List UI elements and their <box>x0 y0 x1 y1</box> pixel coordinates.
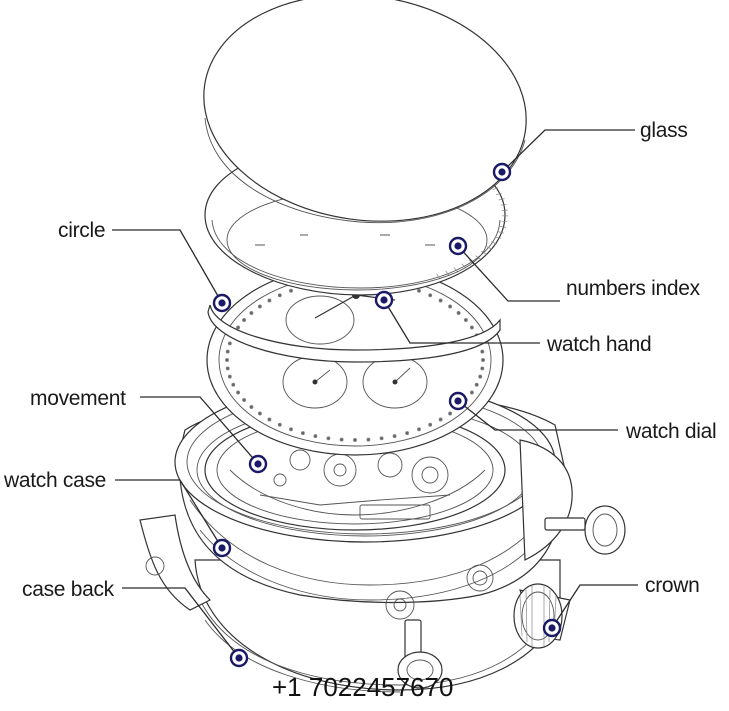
label-circle: circle <box>58 219 105 242</box>
callout-marker <box>376 292 392 308</box>
label-watch-case: watch case <box>3 469 106 492</box>
callout-marker <box>231 650 247 666</box>
label-watch-hand: watch hand <box>546 333 651 356</box>
contact-phone: +1 7022457670 <box>272 672 453 702</box>
label-watch-dial: watch dial <box>625 420 716 443</box>
label-glass: glass <box>640 119 688 142</box>
callout-marker <box>494 164 510 180</box>
label-numbers-index: numbers index <box>566 277 701 300</box>
callout-marker <box>450 393 466 409</box>
label-case-back: case back <box>22 578 115 601</box>
label-movement: movement <box>30 387 126 410</box>
callout-marker <box>250 456 266 472</box>
callout-marker <box>214 295 230 311</box>
crown-part <box>514 584 562 648</box>
callout-marker <box>544 620 560 636</box>
label-crown: crown <box>645 574 700 597</box>
callout-marker <box>214 540 230 556</box>
callout-marker <box>450 238 466 254</box>
